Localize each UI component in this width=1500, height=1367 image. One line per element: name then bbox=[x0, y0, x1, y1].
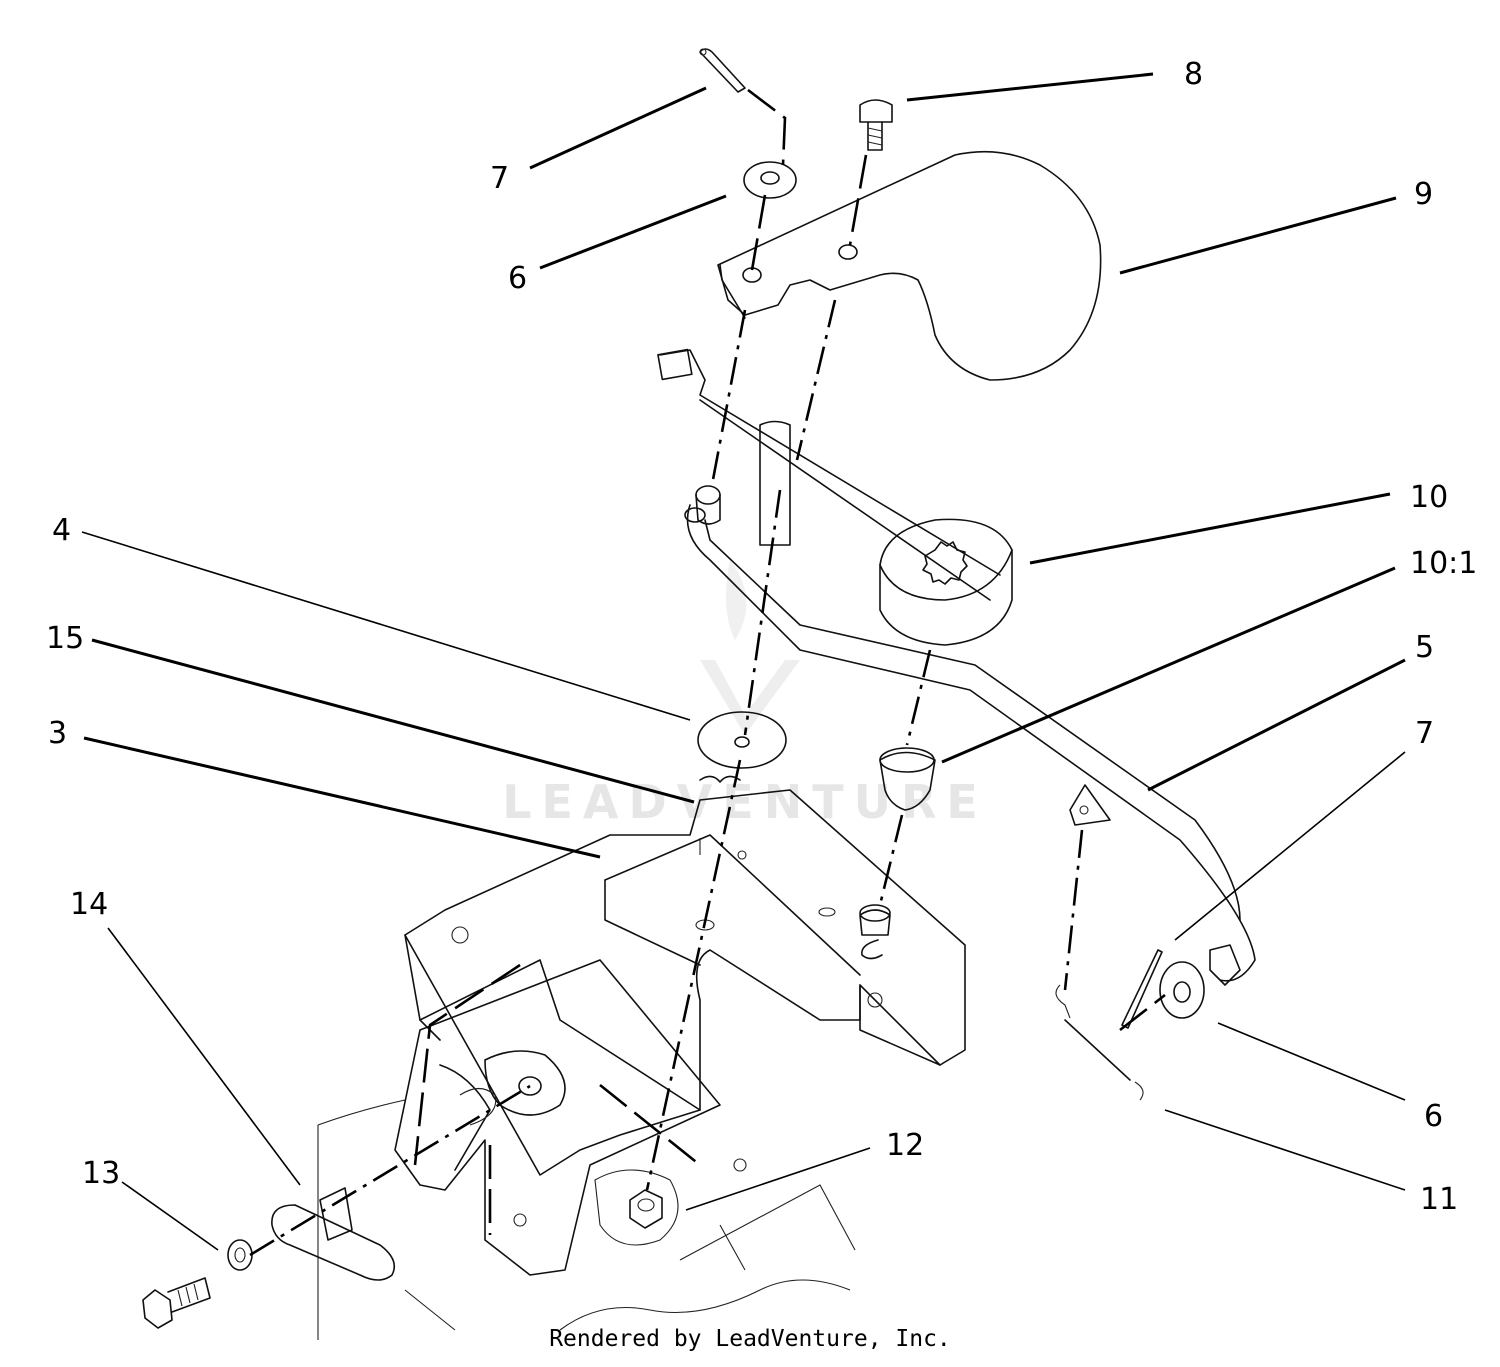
right-hardware bbox=[1055, 949, 1205, 1101]
washer-part-4 bbox=[697, 711, 787, 769]
hub-part-10 bbox=[879, 518, 1013, 646]
callout-4: 4 bbox=[52, 513, 71, 548]
callout-9: 9 bbox=[1414, 177, 1433, 212]
callout-14: 14 bbox=[70, 887, 108, 922]
leader-lines bbox=[81, 72, 1406, 1251]
callout-labels: 7 8 9 6 10 4 10:1 15 5 3 7 14 12 6 13 11 bbox=[46, 57, 1477, 1217]
callout-13: 13 bbox=[82, 1156, 120, 1191]
callout-11: 11 bbox=[1420, 1182, 1458, 1217]
callout-10: 10 bbox=[1410, 480, 1448, 515]
nut-part-12 bbox=[629, 1189, 663, 1229]
render-credit: Rendered by LeadVenture, Inc. bbox=[549, 1326, 951, 1352]
callout-5: 5 bbox=[1415, 630, 1434, 665]
lower-bushing bbox=[859, 904, 891, 960]
cotter-pin-top bbox=[699, 48, 746, 93]
callout-15: 15 bbox=[46, 621, 84, 656]
washer-top-part-6 bbox=[743, 161, 797, 199]
callout-3: 3 bbox=[48, 716, 67, 751]
engine-body-outline bbox=[317, 1099, 856, 1340]
callout-6-right: 6 bbox=[1424, 1099, 1443, 1134]
watermark-text: LEADVENTURE bbox=[502, 775, 988, 829]
clip-part-15 bbox=[699, 775, 741, 783]
bolt-part-13 bbox=[142, 1239, 253, 1329]
bushing-part-10-1 bbox=[879, 747, 936, 811]
callout-7-right: 7 bbox=[1415, 716, 1434, 751]
plate-part-9 bbox=[717, 150, 1102, 381]
callout-10-1: 10:1 bbox=[1410, 546, 1477, 581]
bushing-part-14 bbox=[271, 1187, 396, 1281]
link-part-5 bbox=[1069, 784, 1241, 986]
callout-7-top: 7 bbox=[490, 161, 509, 196]
callout-8: 8 bbox=[1184, 57, 1203, 92]
bolt-part-8 bbox=[859, 99, 893, 151]
callout-6-top: 6 bbox=[508, 261, 527, 296]
pedal-rod-part-10 bbox=[657, 348, 1256, 982]
bracket-part-3 bbox=[404, 789, 966, 1176]
callout-12: 12 bbox=[886, 1128, 924, 1163]
mounting-plate bbox=[394, 959, 721, 1276]
assembly-center-lines bbox=[249, 88, 1166, 1257]
watermark: LEADVENTURE bbox=[502, 560, 988, 829]
